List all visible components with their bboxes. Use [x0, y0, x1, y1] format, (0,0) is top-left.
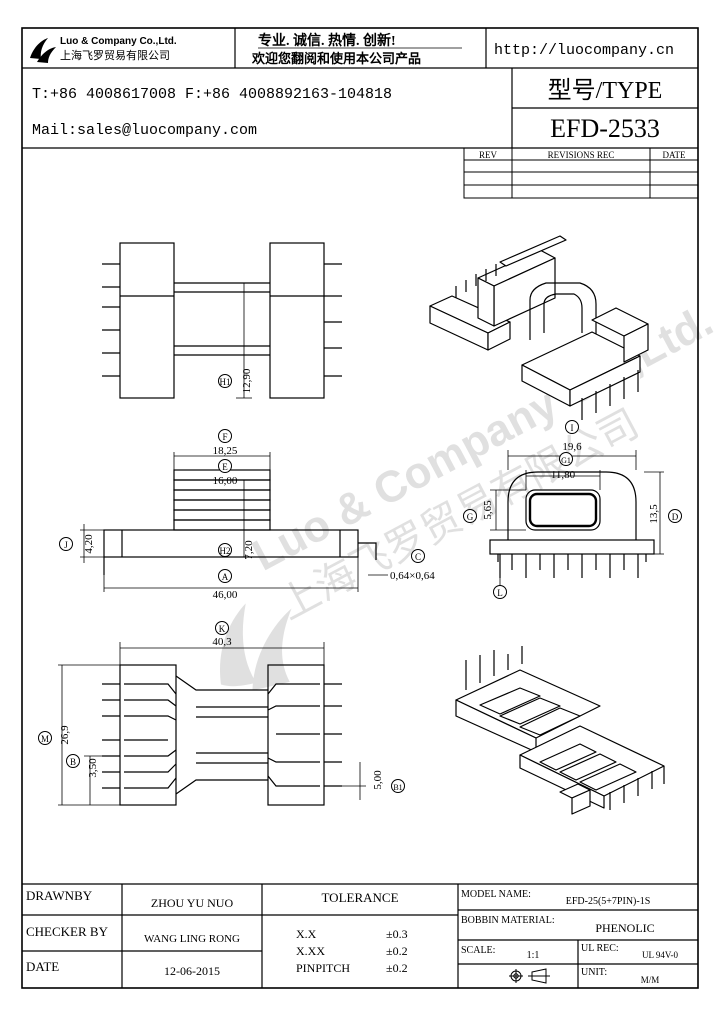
end-view	[489, 450, 664, 595]
dim-d-tag	[668, 509, 682, 523]
dim-e-value: 16,00	[213, 475, 238, 487]
dim-a-tag	[218, 569, 232, 583]
dim-k-value: 40,3	[212, 636, 232, 648]
date-column-header: DATE	[663, 150, 686, 160]
tolerance-xxx-value: ±0.2	[386, 944, 408, 958]
revision-table	[463, 147, 699, 199]
dim-b1-value: 5,00	[372, 770, 384, 790]
dim-g-tag	[463, 509, 477, 523]
watermark-logo	[220, 603, 292, 691]
scale-label: SCALE:	[461, 945, 495, 956]
date-value: 12-06-2015	[164, 964, 220, 978]
dim-k-tag-text: K	[219, 624, 226, 634]
tolerance-xxx-label: X.XX	[296, 944, 325, 958]
dim-j-tag	[59, 537, 73, 551]
welcome-text: 欢迎您翻阅和使用本公司产品	[251, 51, 421, 66]
dim-h2-tag	[218, 543, 232, 557]
dim-e-tag-text: E	[222, 462, 228, 472]
dim-f-tag	[218, 429, 232, 443]
dim-c-value: 0,64×0,64	[390, 570, 435, 582]
company-name-cn: 上海飞罗贸易有限公司	[60, 48, 170, 62]
model-number: EFD-2533	[550, 114, 660, 143]
dim-l-tag-text: L	[497, 588, 503, 598]
front-view	[102, 242, 342, 399]
unit-label: UNIT:	[581, 967, 607, 978]
dim-a-value: 46,00	[213, 589, 238, 601]
dim-h1-tag-text: H1	[220, 377, 231, 387]
dim-g1-tag-text: G1	[561, 456, 571, 465]
tolerance-xx-label: X.X	[296, 927, 317, 941]
dim-m-tag-text: M	[41, 734, 49, 744]
dim-g1-tag	[559, 452, 573, 466]
type-label: 型号/TYPE	[548, 77, 663, 104]
tolerance-pinpitch-label: PINPITCH	[296, 961, 350, 975]
drawnby-label: DRAWNBY	[26, 888, 93, 903]
dim-b-tag	[66, 754, 80, 768]
drawnby-value: ZHOU YU NUO	[151, 896, 234, 910]
dim-d-tag-text: D	[672, 512, 679, 522]
dim-c-tag	[411, 549, 425, 563]
dim-i-tag	[565, 420, 579, 434]
title-block	[22, 883, 698, 988]
dim-m-tag	[38, 731, 52, 745]
model-name-label: MODEL NAME:	[461, 889, 531, 900]
date-label: DATE	[26, 959, 59, 974]
dim-k-tag	[215, 621, 229, 635]
revisions-column-header: REVISIONS REC	[548, 150, 615, 160]
bottom-view	[58, 642, 366, 806]
dim-g-value: 5,65	[482, 500, 494, 520]
dim-b-value: 3,50	[87, 758, 99, 778]
dim-a-tag-text: A	[222, 572, 229, 582]
bobbin-material-label: BOBBIN MATERIAL:	[461, 915, 555, 926]
dim-g-tag-text: G	[467, 512, 474, 522]
company-name-en: Luo & Company Co.,Ltd.	[60, 36, 177, 47]
dim-j-tag-text: J	[64, 540, 68, 550]
dim-m-value: 26,9	[59, 725, 71, 745]
dim-f-tag-text: F	[222, 432, 227, 442]
isometric-view-top	[429, 235, 649, 420]
company-slogan: 专业. 诚信. 热情. 创新!	[258, 32, 396, 49]
checker-label: CHECKER BY	[26, 924, 109, 939]
ul-rec-value: UL 94V-0	[642, 950, 679, 960]
dim-h2-value: 7,20	[243, 540, 255, 560]
dim-j-value: 4,20	[83, 534, 95, 554]
dim-h2-tag-text: H2	[220, 546, 231, 556]
dim-b-tag-text: B	[70, 757, 76, 767]
rev-column-header: REV	[479, 150, 498, 160]
tolerance-xx-value: ±0.3	[386, 927, 408, 941]
phone-fax-line: T:+86 4008617008 F:+86 4008892163-104818	[32, 86, 392, 103]
dim-f-value: 18,25	[213, 445, 238, 457]
sheet-border	[21, 27, 699, 989]
dim-d-value: 13,5	[648, 504, 660, 524]
bobbin-material-value: PHENOLIC	[595, 921, 654, 935]
dim-g1-value: 11,80	[551, 469, 576, 481]
dim-c-tag-text: C	[415, 552, 421, 562]
scale-value: 1:1	[527, 950, 540, 961]
header-block: Luo & Company Co.,Ltd. 上海飞罗贸易有限公司 专业. 诚信…	[22, 28, 698, 149]
tolerance-label: TOLERANCE	[321, 890, 398, 905]
dim-b1-tag-text: B1	[393, 783, 402, 792]
projection-symbol-icon	[509, 968, 550, 984]
dim-h1-tag	[218, 374, 232, 388]
dim-i-tag-text: I	[571, 423, 574, 433]
dim-h1-value: 12,90	[241, 368, 253, 393]
ul-rec-label: UL REC:	[581, 943, 619, 954]
tolerance-pinpitch-value: ±0.2	[386, 961, 408, 975]
isometric-view-bottom	[455, 646, 665, 815]
dim-b1-tag	[391, 779, 405, 793]
dim-l-tag	[493, 585, 507, 599]
dim-i-value: 19,6	[562, 441, 582, 453]
model-name-value: EFD-25(5+7PIN)-1S	[566, 896, 651, 907]
email-line[interactable]: Mail:sales@luocompany.com	[32, 122, 257, 139]
website-link[interactable]: http://luocompany.cn	[494, 42, 674, 59]
unit-value: M/M	[641, 975, 660, 985]
company-logo	[30, 38, 56, 63]
checker-value: WANG LING RONG	[144, 933, 240, 945]
dim-e-tag	[218, 459, 232, 473]
